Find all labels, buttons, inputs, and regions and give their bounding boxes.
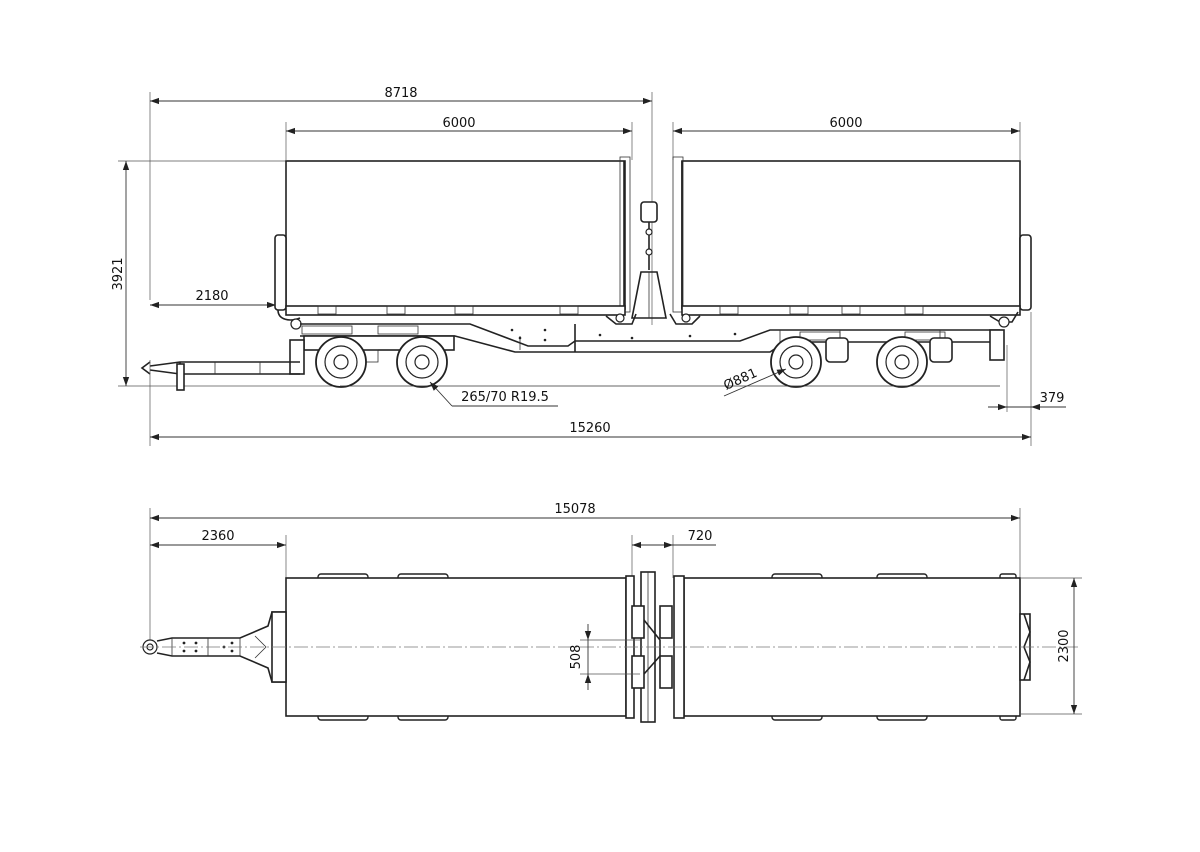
side-view: 8718 6000 6000 3921 2180 xyxy=(111,86,1066,446)
dim-label-2360: 2360 xyxy=(201,529,234,544)
center-coupling xyxy=(631,201,667,319)
dimension-8718: 8718 xyxy=(149,86,653,325)
dimension-15260: 15260 xyxy=(149,360,1032,446)
wheel-1 xyxy=(315,336,367,388)
dim-label-720: 720 xyxy=(688,529,713,544)
front-container xyxy=(274,156,637,330)
dim-label-6000-rear: 6000 xyxy=(829,116,862,131)
dimension-15078: 15078 xyxy=(149,502,1021,640)
dim-label-379: 379 xyxy=(1040,391,1065,406)
wheel-diameter-label: Ø881 xyxy=(722,366,760,394)
dimension-720: 720 xyxy=(631,529,716,578)
dimension-508: 508 xyxy=(569,624,640,690)
dimension-2360: 2360 xyxy=(150,529,287,578)
wheel-2 xyxy=(396,336,448,388)
rear-suspension xyxy=(825,329,1005,363)
dim-label-3921: 3921 xyxy=(111,257,126,290)
dimension-379: 379 xyxy=(988,312,1066,412)
drawbar xyxy=(140,361,300,391)
tyre-size-callout: 265/70 R19.5 xyxy=(429,381,558,407)
dimension-3921: 3921 xyxy=(111,160,340,387)
dimension-2300: 2300 xyxy=(1020,577,1082,715)
wheel-3 xyxy=(770,336,822,388)
dim-label-15260: 15260 xyxy=(569,421,610,436)
dimension-6000-rear: 6000 xyxy=(672,116,1021,160)
dim-label-2180: 2180 xyxy=(195,289,228,304)
dim-label-6000-front: 6000 xyxy=(442,116,475,131)
rear-container xyxy=(669,156,1032,328)
tyre-size-label: 265/70 R19.5 xyxy=(461,390,549,405)
dim-label-2300: 2300 xyxy=(1057,629,1072,662)
dimension-6000-front: 6000 xyxy=(285,116,633,160)
wheel-4 xyxy=(876,336,928,388)
top-view: 15078 2360 720 xyxy=(140,502,1082,723)
dim-label-15078: 15078 xyxy=(554,502,595,517)
dimension-2180: 2180 xyxy=(150,289,276,309)
dim-label-8718: 8718 xyxy=(384,86,417,101)
dim-label-508: 508 xyxy=(569,645,584,670)
